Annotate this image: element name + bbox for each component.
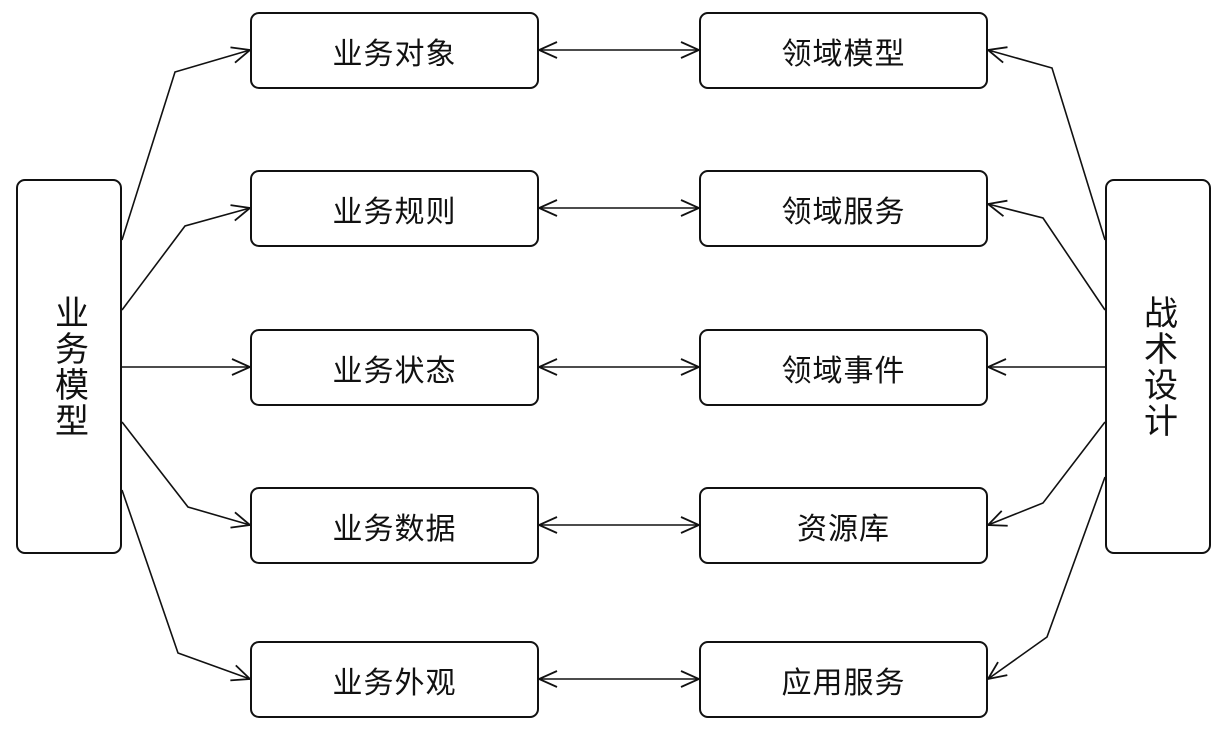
domain-service-box: 领域服务 [699,170,988,247]
application-service-box: 应用服务 [699,641,988,718]
left-link-5 [121,489,250,679]
domain-service-label: 领域服务 [781,194,906,230]
left-link-1 [121,50,250,241]
business-state-box: 业务状态 [250,329,539,406]
business-object-box: 业务对象 [250,12,539,89]
business-object-label: 业务对象 [332,36,457,72]
domain-model-label: 领域模型 [781,36,906,72]
left-link-2 [121,208,250,311]
business-data-box: 业务数据 [250,487,539,564]
business-state-label: 业务状态 [332,353,457,389]
business-facade-label: 业务外观 [332,665,457,701]
business-rule-box: 业务规则 [250,170,539,247]
business-rule-label: 业务规则 [332,194,457,230]
right-link-2 [988,204,1106,311]
tactical-design-label: 战术设计 [1137,294,1178,439]
domain-event-box: 领域事件 [699,329,988,406]
domain-model-box: 领域模型 [699,12,988,89]
business-facade-box: 业务外观 [250,641,539,718]
domain-event-label: 领域事件 [781,353,906,389]
business-model-label: 业务模型 [48,294,89,439]
business-data-label: 业务数据 [332,511,457,547]
business-model-box: 业务模型 [16,179,122,554]
repository-box: 资源库 [699,487,988,564]
left-link-4 [121,421,250,525]
tactical-design-box: 战术设计 [1105,179,1211,554]
right-link-5 [988,476,1106,679]
right-link-4 [988,421,1106,525]
right-link-1 [988,50,1106,241]
repository-label: 资源库 [797,511,890,547]
application-service-label: 应用服务 [781,665,906,701]
